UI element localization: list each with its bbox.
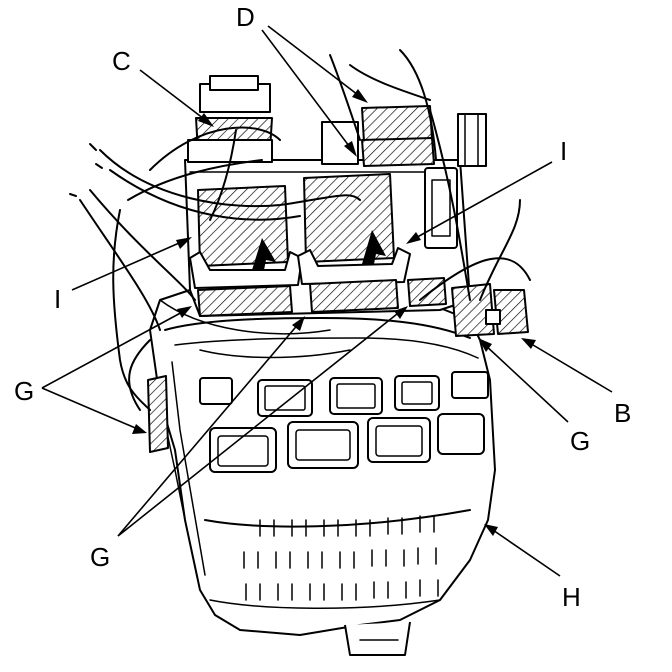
callout-b: B [614,398,631,428]
leader-c [139,69,214,127]
callout-i-right: I [560,136,567,166]
callout-g-bottom: G [90,542,110,572]
callout-h: H [562,582,581,612]
leader-g-bottom [117,306,408,537]
callout-d: D [236,2,255,32]
connector-c [187,75,273,163]
callout-c: C [112,46,131,76]
fuse-box-body [149,289,496,656]
wire-harness [69,49,531,411]
leader-b [521,338,613,393]
mini-fuse-grid [243,515,439,601]
callout-g-right: G [570,426,590,456]
fuse-slot-row-1 [199,371,489,417]
leader-d [261,25,368,157]
leader-h [484,524,561,577]
connector-b [451,283,529,337]
leader-g-right [478,338,569,423]
connector-g-side [147,375,169,453]
fuse-slot-row-2 [209,413,485,473]
relay-i-right [297,173,411,285]
connector-g-middle [309,279,399,313]
leader-i-left [71,237,192,291]
callout-i-left: I [54,284,61,314]
callout-g-left: G [14,376,34,406]
leader-i-right [406,161,553,244]
connector-g-left [197,285,293,317]
connector-d [321,105,435,167]
leader-g-left [41,306,192,434]
connector-g-right [407,277,447,307]
